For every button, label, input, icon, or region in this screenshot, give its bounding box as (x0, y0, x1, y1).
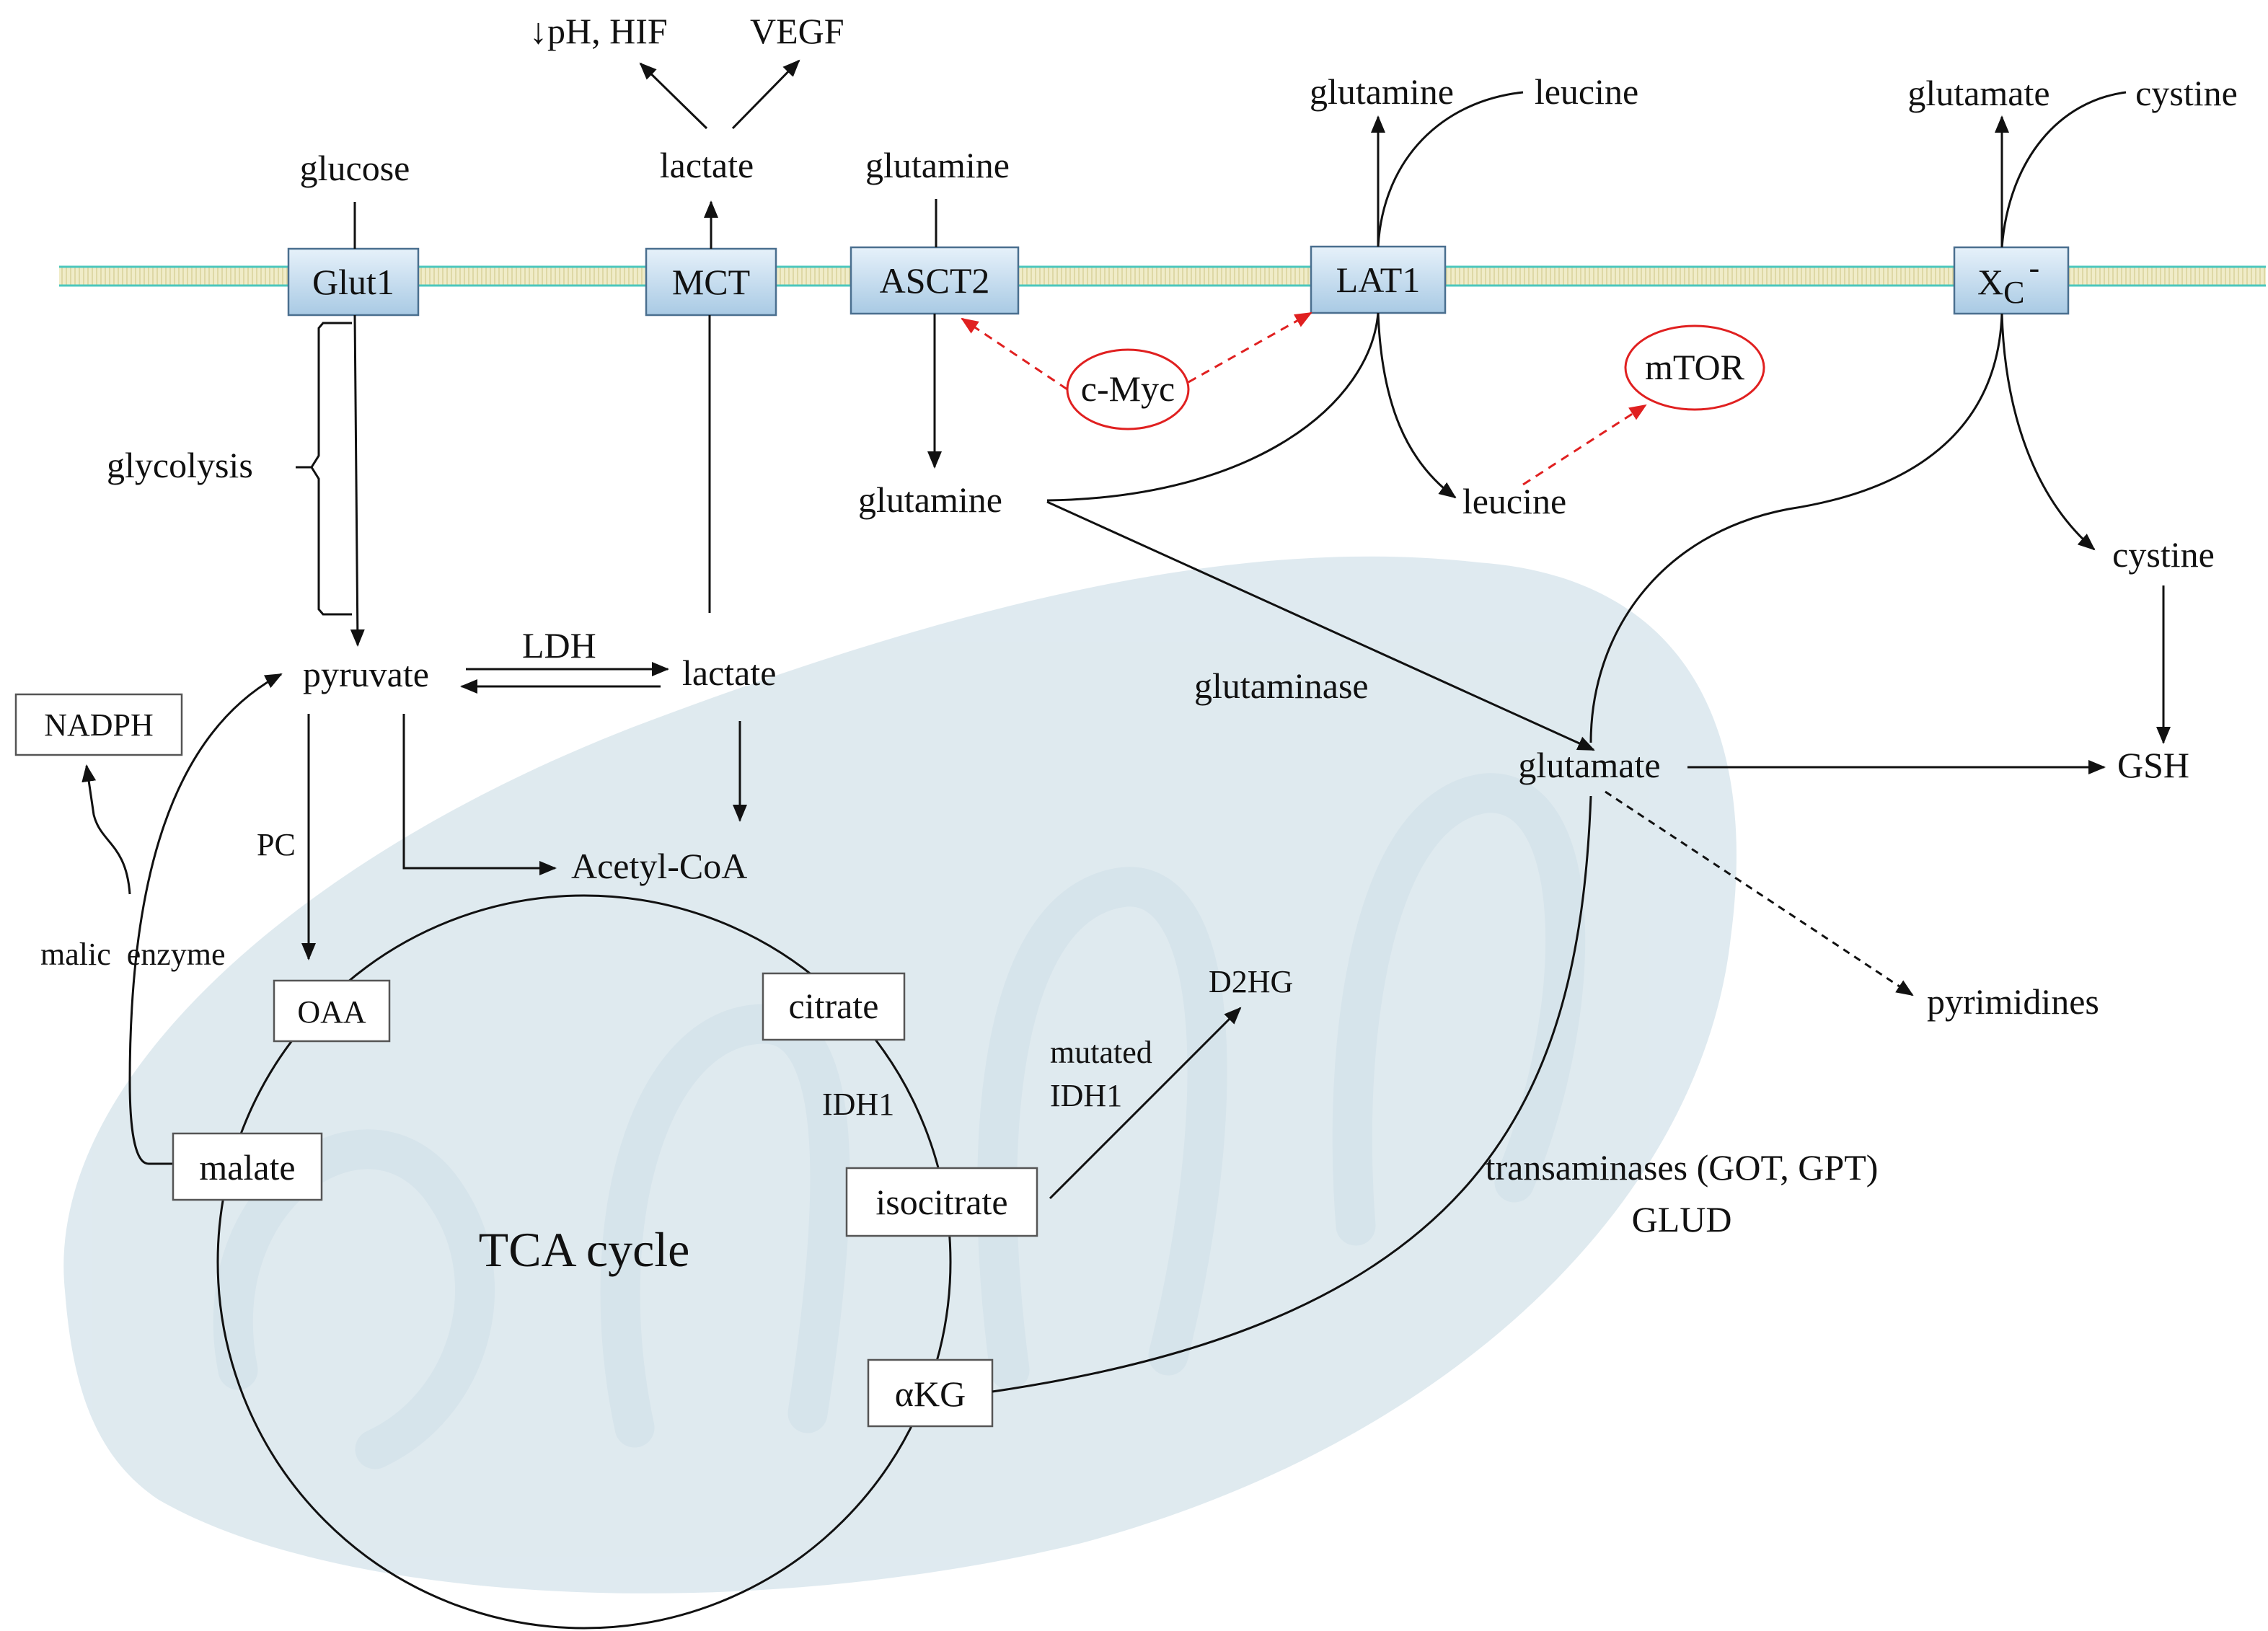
line-glutamine-to-lat1 (1046, 312, 1380, 502)
arrow-pyruvate-acetylcoa (402, 714, 557, 875)
gsh-label: GSH (2117, 745, 2189, 785)
nadph-label: NADPH (44, 707, 154, 743)
nadph-box (14, 693, 183, 756)
cystine-ext-label: cystine (2135, 73, 2238, 113)
arrow-glutamine-glutamate (1046, 500, 1595, 751)
lactate-cyt-label: lactate (682, 653, 776, 693)
arrow-xc-cystine (2000, 313, 2096, 551)
glutamine-cyt-label: glutamine (858, 479, 1002, 520)
glutamate-ext-label: glutamate (1907, 73, 2049, 113)
mtor-ellipse (1624, 324, 1765, 411)
arrow-cmyc-asct2 (961, 317, 1068, 391)
mct-label: MCT (672, 262, 750, 302)
glucose-label: glucose (300, 148, 410, 188)
glut1-label: Glut1 (312, 262, 394, 302)
cystine-cyt-label: cystine (2112, 534, 2215, 575)
arrow-leucine-mtor (1522, 404, 1647, 486)
citrate-box (762, 972, 906, 1041)
malate-box (172, 1132, 323, 1201)
ldh-label: LDH (522, 625, 596, 666)
line-leucine-in (1377, 91, 1524, 247)
mtor-label: mTOR (1645, 347, 1745, 387)
isocitrate-label: isocitrate (875, 1182, 1007, 1222)
tca-cycle-circle (216, 894, 952, 1630)
arrow-lactate-vegf (731, 59, 800, 130)
lactate-ext-label: lactate (660, 145, 754, 185)
arrow-isocitrate-d2hg (1049, 1007, 1242, 1200)
oaa-label: OAA (297, 994, 366, 1030)
arrow-lactate-ph (639, 62, 708, 130)
arrow-glutamate-pyrimidines (1605, 790, 1914, 996)
xc-label: XC- (1977, 250, 2039, 310)
glycolysis-label: glycolysis (107, 445, 253, 485)
acetylcoa-label: Acetyl-CoA (571, 846, 747, 886)
akg-label: αKG (895, 1374, 966, 1414)
transporter-glut1: Glut1 (287, 247, 420, 317)
oaa-box (273, 979, 391, 1043)
lat1-label: LAT1 (1336, 260, 1421, 300)
glutaminase-label: glutaminase (1194, 666, 1369, 706)
transporter-xc: XC- (1953, 246, 2070, 315)
transporter-lat1: LAT1 (1310, 245, 1447, 314)
arrow-cmyc-lat1 (1188, 311, 1312, 384)
akg-box (867, 1358, 994, 1428)
cmyc-label: c-Myc (1081, 368, 1175, 409)
arrow-malic-nadph (81, 764, 131, 895)
isocitrate-box (845, 1167, 1038, 1237)
malate-label: malate (199, 1147, 295, 1188)
glycolysis-brace (310, 322, 352, 616)
ph-hif-label: ↓pH, HIF (529, 11, 668, 51)
pc-label: PC (257, 827, 296, 862)
leucine-ext-label: leucine (1535, 71, 1638, 112)
transporter-asct2: ASCT2 (850, 246, 1020, 315)
arrow-lat1-leucine (1377, 312, 1457, 499)
asct2-label: ASCT2 (880, 260, 990, 301)
d2hg-label: D2HG (1209, 964, 1293, 999)
transporter-mct: MCT (645, 247, 777, 317)
line-glutamate-akg (992, 795, 1592, 1393)
mutated-label: mutated (1050, 1035, 1152, 1070)
pyruvate-label: pyruvate (303, 654, 429, 694)
mutated-idh1-label: IDH1 (1050, 1078, 1122, 1113)
glutamine-ext-lat1-label: glutamine (1310, 71, 1454, 112)
vegf-label: VEGF (750, 11, 844, 51)
line-cystine-in (2000, 91, 2127, 248)
line-glutamate-to-xc (1589, 313, 2003, 743)
citrate-label: citrate (789, 986, 879, 1026)
glud-label: GLUD (1632, 1199, 1732, 1239)
idh1-label: IDH1 (822, 1087, 894, 1122)
malic-enzyme-label: malic enzyme (40, 937, 226, 972)
transaminases-label: transaminases (GOT, GPT) (1486, 1147, 1879, 1188)
glutamine-ext-asct2-label: glutamine (865, 145, 1010, 185)
tca-title: TCA cycle (479, 1222, 690, 1277)
cell-membrane (59, 265, 2266, 287)
glutamate-cyt-label: glutamate (1518, 745, 1660, 785)
arrow-glut1-pyruvate (350, 314, 365, 647)
pyrimidines-label: pyrimidines (1927, 981, 2099, 1022)
arrow-malate-pyruvate (128, 673, 283, 1165)
leucine-cyt-label: leucine (1462, 481, 1566, 521)
